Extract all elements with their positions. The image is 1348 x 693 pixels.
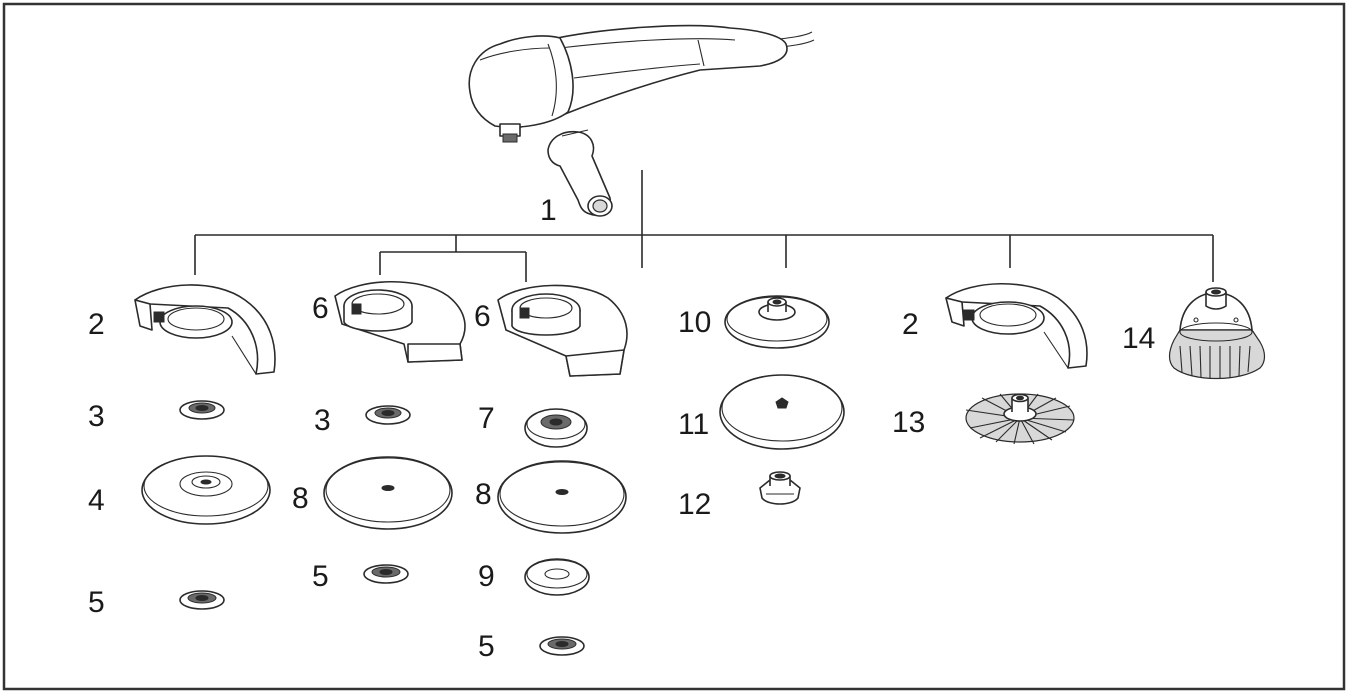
label-6-left: 6 — [312, 292, 329, 325]
label-3-left: 3 — [88, 400, 105, 433]
flange-3-right — [365, 405, 411, 425]
cutting-guard-left — [334, 280, 466, 363]
part-number-labels: 1 2 3 4 5 6 3 8 5 6 7 8 9 5 10 11 12 2 1… — [88, 194, 1155, 663]
cutting-guard-right — [497, 284, 628, 377]
cutting-disc-8-left — [323, 456, 453, 530]
flange-7 — [524, 408, 588, 448]
backing-pad-10 — [724, 295, 830, 349]
label-5-right: 5 — [478, 630, 495, 663]
sanding-disc-11 — [719, 374, 845, 450]
grinding-disc-4 — [141, 455, 271, 525]
angle-grinder-drawing — [468, 24, 815, 217]
label-2-left: 2 — [88, 308, 105, 341]
nut-12 — [759, 471, 801, 505]
clamp-nut-5-right — [539, 636, 585, 656]
cutting-disc-8-right — [497, 460, 627, 534]
connector-lines — [194, 170, 1214, 282]
label-8-right: 8 — [475, 478, 492, 511]
label-7: 7 — [478, 402, 495, 435]
label-1: 1 — [540, 194, 557, 227]
wheel-guard-right — [945, 282, 1088, 369]
label-2-right: 2 — [902, 308, 919, 341]
label-9: 9 — [478, 560, 495, 593]
label-8-left: 8 — [292, 482, 309, 515]
label-10: 10 — [678, 306, 711, 339]
clamp-nut-5-left — [179, 590, 225, 610]
label-5-left: 5 — [88, 586, 105, 619]
label-13: 13 — [892, 406, 925, 439]
wheel-guard-left — [134, 284, 276, 375]
clamp-nut-5-mid — [363, 564, 409, 584]
label-4: 4 — [88, 484, 105, 517]
label-11: 11 — [678, 408, 709, 441]
wire-wheel-13 — [965, 393, 1075, 445]
label-12: 12 — [678, 488, 711, 521]
flange-9 — [524, 558, 590, 596]
label-6-right: 6 — [474, 300, 491, 333]
label-3-right: 3 — [314, 404, 331, 437]
label-14: 14 — [1122, 322, 1155, 355]
cup-brush-14 — [1168, 287, 1266, 380]
flange-3-left — [179, 400, 225, 420]
label-5-mid: 5 — [312, 560, 329, 593]
